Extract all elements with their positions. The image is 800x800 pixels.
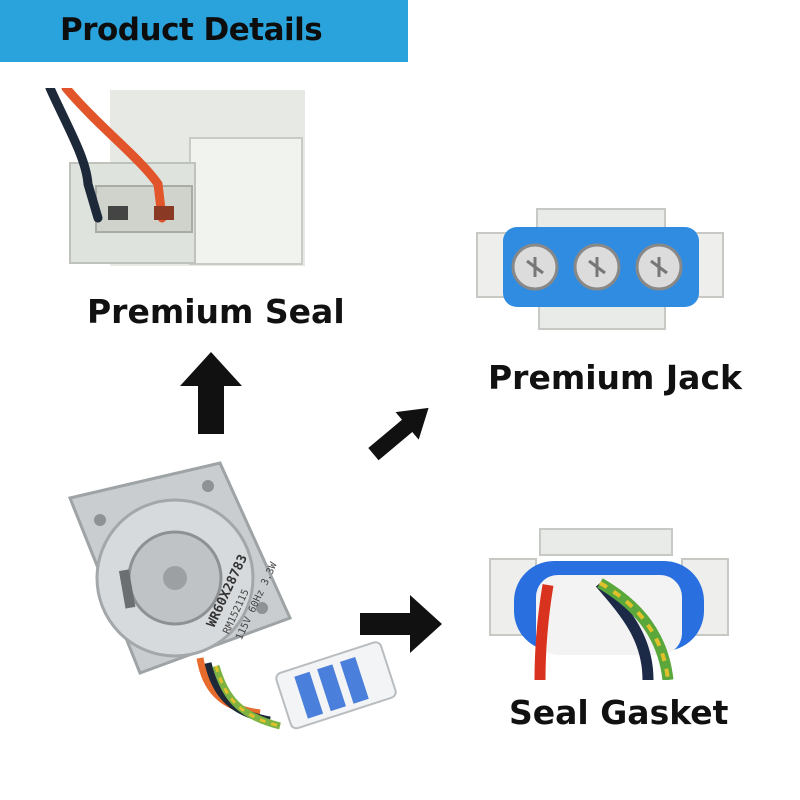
arrow-right-icon — [360, 595, 442, 653]
arrow-upright-icon — [368, 407, 429, 461]
page-title: Product Details — [60, 12, 323, 48]
caption-premium-jack: Premium Jack — [488, 358, 742, 397]
premium-jack-photo — [476, 208, 724, 330]
caption-premium-seal: Premium Seal — [87, 292, 345, 331]
seal-gasket-photo — [489, 528, 729, 680]
title-banner: Product Details — [0, 0, 408, 62]
fan-motor-photo: WR60X28783 RM152115 115V 60Hz 3.3W — [67, 461, 397, 730]
premium-seal-photo — [45, 88, 305, 266]
arrow-up-icon — [180, 352, 242, 434]
caption-seal-gasket: Seal Gasket — [509, 693, 729, 732]
